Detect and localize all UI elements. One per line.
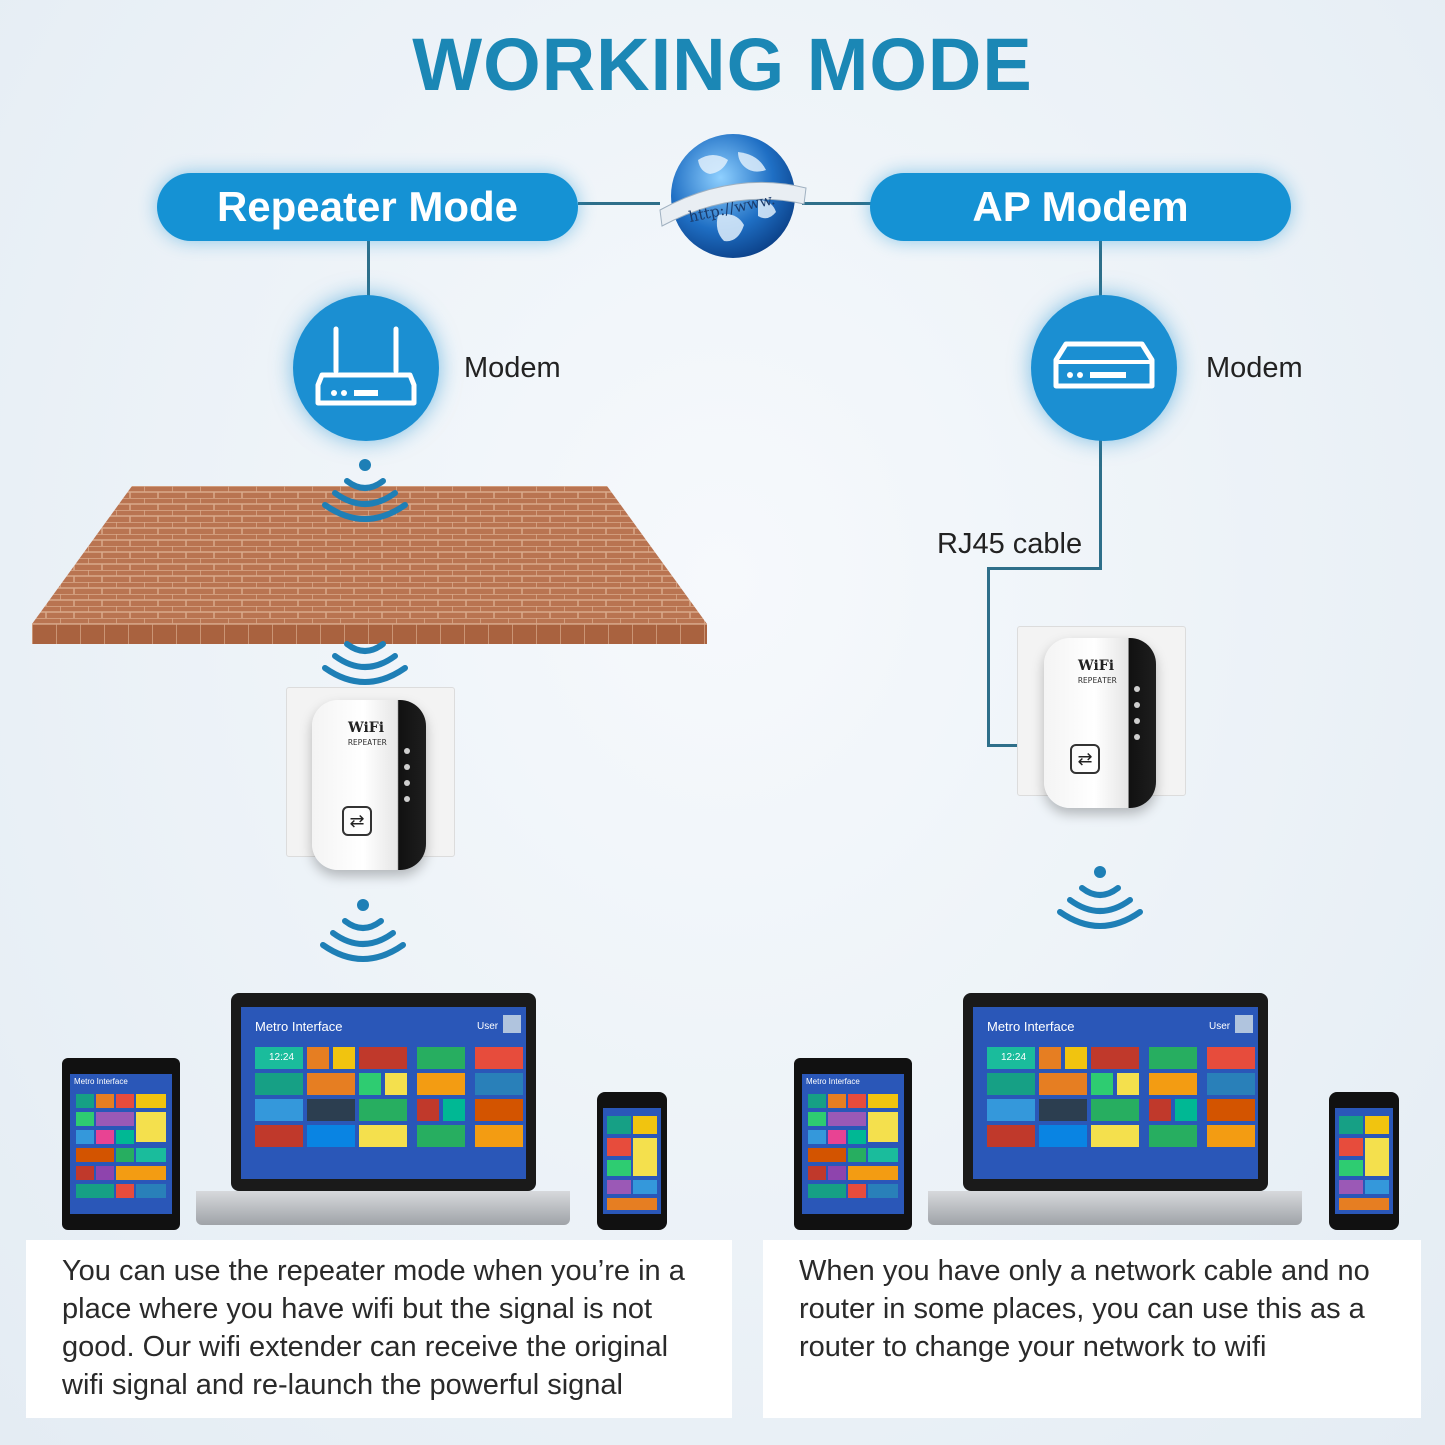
laptop-device: Metro Interface User 12:24 (963, 993, 1268, 1191)
page-title: WORKING MODE (412, 23, 1033, 106)
wifi-signal-icon (322, 632, 408, 688)
right-modem-label: Modem (1206, 352, 1303, 384)
rj45-cable-seg2 (987, 567, 1102, 570)
right-modem-circle (1031, 295, 1177, 441)
connector-right-down (1099, 240, 1102, 296)
repeater-caption: You can use the repeater mode when you’r… (26, 1240, 732, 1418)
router-icon (315, 326, 417, 406)
extender-sub: REPEATER (1078, 676, 1117, 685)
globe-icon: http://www. (658, 130, 808, 265)
left-wifi-extender: WiFi REPEATER ⇄ (312, 700, 426, 870)
connector-right (802, 202, 872, 205)
wps-icon: ⇄ (342, 806, 372, 836)
rj45-cable-seg1 (1099, 440, 1102, 570)
extender-sub: REPEATER (348, 738, 387, 747)
right-wifi-extender: WiFi REPEATER ⇄ (1044, 638, 1156, 808)
laptop-keyboard (928, 1191, 1302, 1225)
left-modem-circle (293, 295, 439, 441)
wifi-signal-icon (322, 455, 408, 523)
ap-caption: When you have only a network cable and n… (763, 1240, 1421, 1418)
left-modem-label: Modem (464, 352, 561, 384)
brick-wall (32, 486, 707, 646)
tablet-device: Metro Interface (794, 1058, 912, 1230)
repeater-mode-badge: Repeater Mode (157, 173, 578, 241)
tablet-device: Metro Interface (62, 1058, 180, 1230)
phone-device (1329, 1092, 1399, 1230)
laptop-device: Metro Interface User 12:24 (231, 993, 536, 1191)
wps-icon: ⇄ (1070, 744, 1100, 774)
extender-brand: WiFi (1078, 658, 1115, 674)
connector-left-down (367, 240, 370, 296)
wifi-signal-icon (1057, 862, 1143, 930)
laptop-keyboard (196, 1191, 570, 1225)
rj45-cable-label: RJ45 cable (937, 528, 1083, 560)
wifi-signal-icon (320, 895, 406, 963)
ap-modem-badge: AP Modem (870, 173, 1291, 241)
connector-left (578, 202, 660, 205)
extender-brand: WiFi (348, 720, 385, 736)
phone-device (597, 1092, 667, 1230)
modem-icon (1053, 341, 1155, 389)
rj45-cable-seg3 (987, 567, 990, 747)
